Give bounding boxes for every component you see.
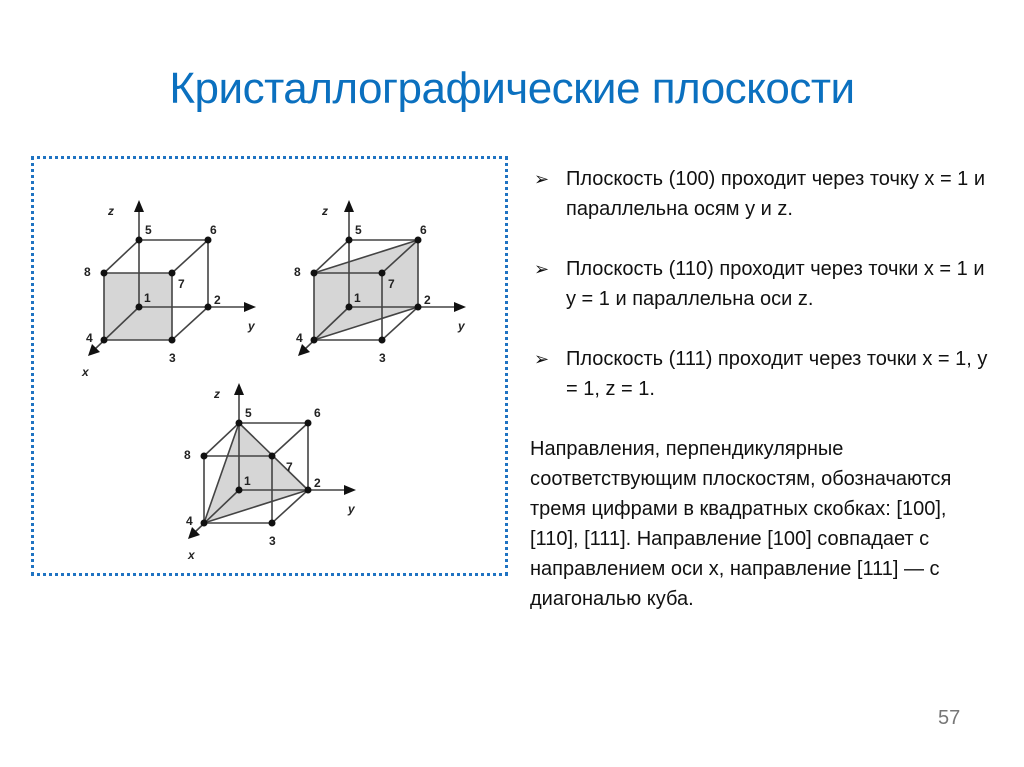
directions-paragraph: Направления, перпендикулярные соответств…: [530, 438, 952, 610]
svg-text:1: 1: [354, 291, 361, 305]
svg-text:5: 5: [145, 223, 152, 237]
cube-diagram-111: 1 2 3 4 5 6 7 8 z y x: [170, 373, 370, 573]
bullet-item-100: ➢ Плоскость (100) проходит через точку x…: [530, 164, 990, 224]
svg-text:1: 1: [144, 291, 151, 305]
svg-text:6: 6: [420, 223, 427, 237]
cube-110-icon: 1 2 3 4 5 6 7 8 z y: [294, 200, 466, 365]
svg-text:y: y: [457, 319, 466, 333]
svg-text:z: z: [107, 204, 114, 218]
page-number: 57: [938, 707, 961, 729]
svg-text:3: 3: [379, 351, 386, 365]
svg-text:2: 2: [214, 293, 221, 307]
cube-diagram-110: 1 2 3 4 5 6 7 8 z y: [280, 180, 480, 380]
svg-text:8: 8: [84, 265, 91, 279]
svg-text:2: 2: [424, 293, 431, 307]
arrow-bullet-icon: ➢: [534, 349, 550, 369]
bullet-text: Плоскость (111) проходит через точки x =…: [566, 348, 988, 400]
arrow-bullet-icon: ➢: [534, 259, 550, 279]
cube-diagram-100: 1 2 3 4 5 6 7 8 z y x: [70, 180, 270, 380]
figure-frame: [31, 156, 508, 576]
svg-text:6: 6: [314, 406, 321, 420]
bullet-item-111: ➢ Плоскость (111) проходит через точки x…: [530, 344, 990, 404]
svg-text:4: 4: [186, 514, 193, 528]
cube-100-icon: 1 2 3 4 5 6 7 8 z y x: [81, 200, 256, 379]
svg-text:8: 8: [184, 448, 191, 462]
svg-text:8: 8: [294, 265, 301, 279]
svg-text:5: 5: [355, 223, 362, 237]
svg-text:4: 4: [86, 331, 93, 345]
svg-text:y: y: [247, 319, 256, 333]
svg-text:z: z: [321, 204, 328, 218]
svg-text:4: 4: [296, 331, 303, 345]
svg-text:5: 5: [245, 406, 252, 420]
svg-text:7: 7: [388, 277, 395, 291]
svg-text:3: 3: [169, 351, 176, 365]
svg-text:z: z: [213, 387, 220, 401]
svg-text:6: 6: [210, 223, 217, 237]
slide-title: Кристаллографические плоскости: [169, 64, 855, 113]
svg-text:x: x: [187, 548, 196, 562]
svg-text:7: 7: [286, 460, 293, 474]
arrow-bullet-icon: ➢: [534, 169, 550, 189]
bullet-text: Плоскость (110) проходит через точки x =…: [566, 258, 985, 310]
svg-text:1: 1: [244, 474, 251, 488]
svg-text:2: 2: [314, 476, 321, 490]
svg-text:y: y: [347, 502, 356, 516]
svg-text:3: 3: [269, 534, 276, 548]
svg-text:x: x: [81, 365, 90, 379]
bullet-text: Плоскость (100) проходит через точку x =…: [566, 168, 986, 220]
text-column: ➢ Плоскость (100) проходит через точку x…: [530, 164, 990, 614]
svg-text:7: 7: [178, 277, 185, 291]
bullet-item-110: ➢ Плоскость (110) проходит через точки x…: [530, 254, 990, 314]
cube-111-icon: 1 2 3 4 5 6 7 8 z y x: [184, 383, 356, 562]
